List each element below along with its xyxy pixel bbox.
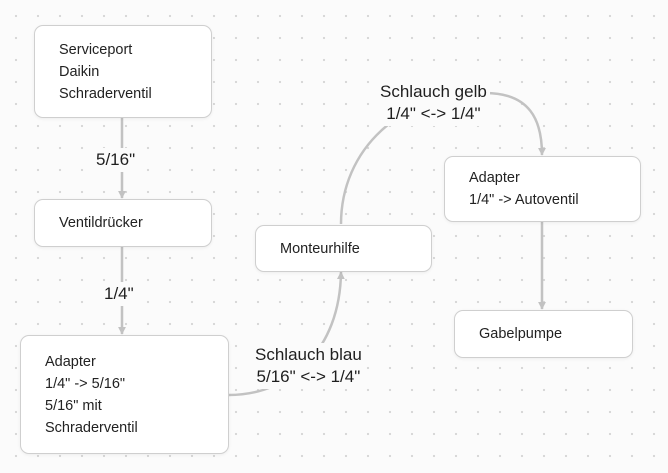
edge-label-schlauch-gelb-line-2: 1/4" <-> 1/4" <box>386 104 481 123</box>
node-serviceport-line-2: Daikin <box>59 63 100 80</box>
node-adapter-right-line-1: Adapter <box>469 170 520 186</box>
node-adapter-left-line-1: Adapter <box>45 353 96 370</box>
node-adapter-right-line-2: 1/4" -> Autoventil <box>469 192 579 208</box>
node-monteurhilfe[interactable]: Monteurhilfe <box>255 225 432 272</box>
edge-label-5-16-line-1: 5/16" <box>96 150 136 169</box>
node-adapter-left-line-3: 5/16" mit <box>45 397 102 414</box>
edge-label-5-16: 5/16" <box>93 148 139 172</box>
node-serviceport-line-3: Schraderventil <box>59 85 152 102</box>
node-ventildruecker-line-1: Ventildrücker <box>59 215 143 231</box>
node-monteurhilfe-line-1: Monteurhilfe <box>280 240 360 257</box>
node-serviceport[interactable]: Serviceport Daikin Schraderventil <box>34 25 212 118</box>
node-adapter-right[interactable]: Adapter 1/4" -> Autoventil <box>444 156 641 222</box>
edge-label-schlauch-gelb-line-1: Schlauch gelb <box>380 82 487 101</box>
node-adapter-left-line-4: Schraderventil <box>45 419 138 436</box>
edge-label-schlauch-blau-line-1: Schlauch blau <box>255 345 362 364</box>
edge-label-schlauch-gelb: Schlauch gelb 1/4" <-> 1/4" <box>377 80 490 126</box>
node-ventildruecker[interactable]: Ventildrücker <box>34 199 212 247</box>
edge-label-1-4-line-1: 1/4" <box>104 284 134 303</box>
edge-label-1-4: 1/4" <box>101 282 137 306</box>
node-adapter-left[interactable]: Adapter 1/4" -> 5/16" 5/16" mit Schrader… <box>20 335 229 454</box>
node-serviceport-line-1: Serviceport <box>59 41 133 58</box>
node-adapter-left-line-2: 1/4" -> 5/16" <box>45 375 126 392</box>
node-gabelpumpe[interactable]: Gabelpumpe <box>454 310 633 358</box>
edge-label-schlauch-blau: Schlauch blau 5/16" <-> 1/4" <box>252 343 365 389</box>
edge-label-schlauch-blau-line-2: 5/16" <-> 1/4" <box>256 367 361 386</box>
node-gabelpumpe-line-1: Gabelpumpe <box>479 326 563 342</box>
